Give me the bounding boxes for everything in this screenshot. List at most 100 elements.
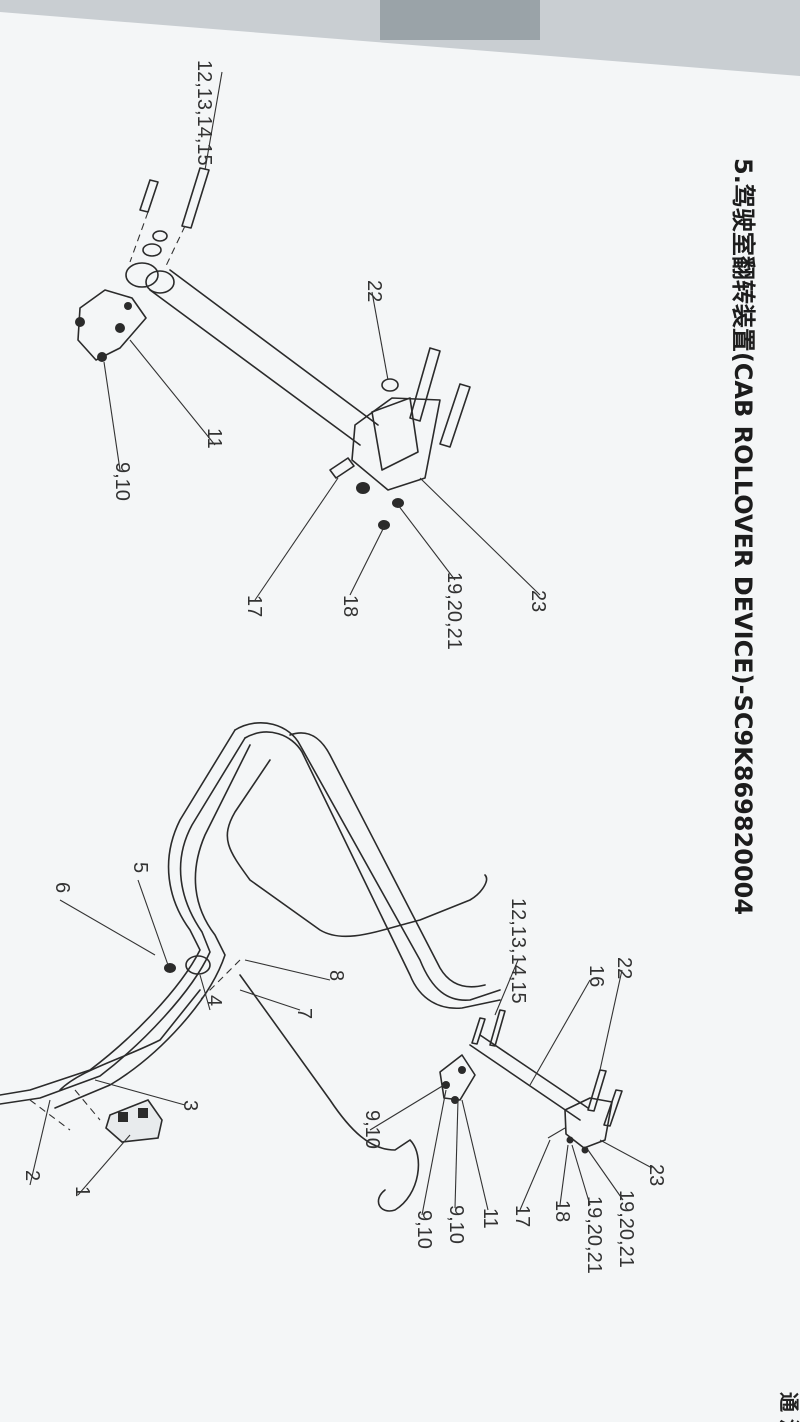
callout-23-detail: 23 [527, 590, 549, 612]
assembly-dash-b [29, 1099, 71, 1131]
assembly-bar-b [479, 1034, 589, 1109]
detail-washer-b [152, 230, 168, 242]
detail-nut-b [392, 498, 404, 508]
callout-19-21-detail: 19,20,21 [443, 572, 465, 650]
assembly-nut-b [581, 1146, 589, 1154]
detail-washer-a [142, 243, 162, 257]
detail-leader-11 [129, 339, 216, 446]
callout-9-10-detail: 9,10 [111, 462, 133, 501]
assembly-bar-a [469, 1044, 581, 1121]
callout-17-detail: 17 [243, 595, 265, 617]
leader-9-10-b [421, 1089, 447, 1216]
callout-2-asm: 2 [21, 1170, 43, 1181]
detail-nut-22 [381, 378, 399, 392]
detail-upright-bolt-b [439, 383, 471, 448]
callout-17-asm: 17 [511, 1205, 533, 1227]
leader-8-asm [244, 959, 331, 981]
leader-16-asm [529, 979, 591, 1086]
callout-4-asm: 4 [203, 995, 225, 1006]
detail-bolt-b [115, 323, 125, 333]
detail-leader-22 [371, 291, 389, 381]
pipe-upper-a [234, 722, 501, 1001]
assembly-bracket [564, 1097, 613, 1149]
page-title-group: 5.驾驶室翻转装置(CAB ROLLOVER DEVICE)-SC9K86982… [729, 158, 757, 915]
fitting-4 [185, 955, 211, 975]
detail-upper-plate [77, 289, 147, 361]
detail-dash-a [129, 211, 149, 263]
detail-nut-c [378, 520, 390, 530]
detail-bolt-a [75, 317, 85, 327]
leader-22-asm [599, 969, 623, 1071]
assembly-bolt-a [442, 1081, 450, 1089]
callout-18-detail: 18 [339, 595, 361, 617]
leader-18-asm [559, 1144, 569, 1206]
leader-4-asm [199, 974, 211, 1011]
assembly-nut-a [566, 1136, 574, 1144]
callout-9-10-asm-a: 9,10 [445, 1205, 467, 1244]
assembly-upright-b [603, 1089, 623, 1127]
detail-view: 12,13,14,15 22 11 9,10 23 19,20,21 18 17 [75, 60, 549, 650]
callout-16-asm: 16 [585, 965, 607, 987]
fitting-5 [164, 963, 176, 973]
pipe-upper-c [289, 732, 486, 988]
callout-23-asm: 23 [645, 1164, 667, 1186]
detail-nut-a [356, 482, 370, 494]
leader-17-asm [519, 1139, 551, 1211]
callout-12-15-detail: 12,13,14,15 [193, 60, 215, 166]
assembly-bolt-e [489, 1009, 506, 1047]
assembly-bolt-b [458, 1066, 466, 1074]
pipe-lower-c [54, 744, 251, 1109]
assembly-dash-c [74, 1089, 101, 1121]
assembly-pin [547, 1127, 566, 1139]
leader-5-asm [137, 879, 169, 966]
callout-9-10-asm-c: 9,10 [361, 1110, 383, 1149]
assembly-view: 12,13,14,15 22 16 23 19,20,21 19,20,21 1… [0, 722, 667, 1274]
callout-9-10-asm-b: 9,10 [413, 1210, 435, 1249]
detail-pin-17 [329, 457, 355, 479]
detail-leader-23 [419, 477, 541, 596]
leader-6-asm [59, 899, 156, 956]
pipe-hook [226, 759, 488, 938]
pump-port-b [138, 1108, 148, 1118]
detail-lower-bracket [351, 397, 441, 491]
detail-dash-b [164, 225, 186, 269]
leader-1-asm [77, 1134, 131, 1196]
detail-leader-9-10 [103, 361, 121, 471]
assembly-plate [439, 1054, 476, 1101]
callout-19-21-asm-b: 19,20,21 [583, 1196, 605, 1274]
detail-bar-edge-a [149, 289, 361, 446]
detail-bolt-long-b [181, 167, 210, 229]
leader-19-21-b [571, 1144, 591, 1206]
corner-mark: 通 漢 [777, 1392, 800, 1422]
detail-lower-bracket-face [371, 397, 419, 471]
callout-22-asm: 22 [613, 957, 635, 979]
detail-bar-edge-b [169, 269, 379, 426]
detail-leader-17 [254, 477, 339, 601]
callout-22-detail: 22 [363, 280, 385, 302]
callout-12-15-asm: 12,13,14,15 [507, 898, 529, 1004]
callout-1-asm: 1 [71, 1186, 93, 1197]
detail-bolt-c [97, 352, 107, 362]
assembly-dash-a [199, 959, 241, 1001]
page-title: 5.驾驶室翻转装置(CAB ROLLOVER DEVICE)-SC9K86982… [729, 158, 757, 915]
callout-11-asm: 11 [479, 1208, 501, 1229]
callout-3-asm: 3 [179, 1100, 201, 1111]
pipe-lower-d [59, 989, 201, 1091]
pump-port-a [118, 1112, 128, 1122]
detail-bush-inner [145, 270, 175, 294]
pipe-upper-b [244, 731, 501, 1010]
detail-bush-outer [125, 262, 159, 288]
assembly-bolt-c [451, 1096, 459, 1104]
leader-3-asm [94, 1079, 186, 1106]
callout-7-asm: 7 [293, 1008, 315, 1019]
leader-23-asm [599, 1139, 653, 1169]
detail-upright-bolt-a [409, 347, 441, 422]
backdrop-object [380, 0, 540, 40]
detail-leader-19-21 [397, 504, 456, 581]
callout-8-asm: 8 [325, 970, 347, 981]
detail-leader-18 [349, 526, 385, 596]
pipe-lower-a [0, 729, 236, 1096]
assembly-bolt-d [471, 1017, 486, 1045]
callout-18-asm: 18 [551, 1200, 573, 1222]
